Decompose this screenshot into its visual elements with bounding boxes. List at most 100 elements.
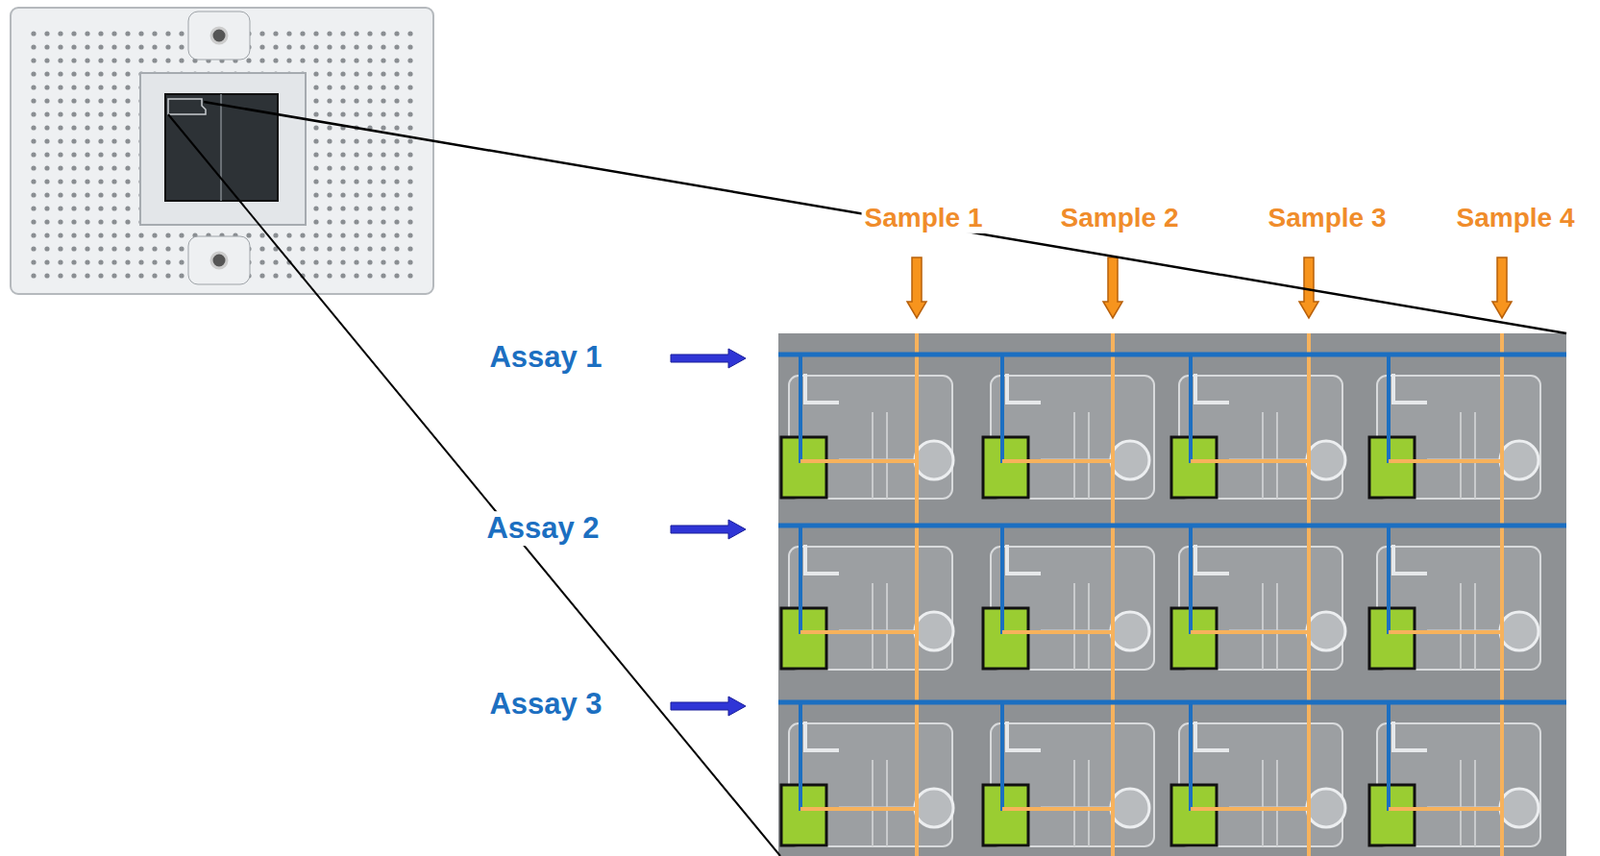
channel [1393,373,1428,403]
sample-branch [1190,630,1230,635]
assay-branch [1000,702,1005,812]
reaction-chamber [1369,608,1415,669]
channel [1195,544,1230,574]
channel [886,583,888,670]
assay-arrow [670,348,746,369]
sample-branch [1388,459,1428,464]
valve [914,788,954,828]
reaction-chamber [983,785,1029,846]
sample-branch [800,807,917,812]
sample-branch [1388,459,1502,464]
array-cell [1171,354,1346,499]
zoom-line [203,101,1567,334]
sample-label: Sample 3 [1265,202,1390,234]
assay-branch [798,525,803,635]
photo-ground [778,333,1567,856]
valve [1110,612,1150,651]
channel [1459,583,1462,670]
sample-arrow [907,257,927,319]
valve [914,441,954,480]
assay-branch [1000,525,1005,635]
sample-branch [1190,630,1309,635]
sample-branch [800,630,839,635]
array-cell [1369,525,1541,670]
sample-branch [1002,459,1041,464]
assay-label: Assay 2 [483,511,602,546]
chip-screw [211,27,227,44]
assay-label: Assay 1 [486,340,605,375]
channel [871,412,874,499]
channel [805,721,839,751]
valve [1500,441,1539,480]
sample-line [1110,333,1115,856]
sample-branch [1002,630,1041,635]
channel [1007,544,1041,574]
channel [1073,412,1076,499]
array-cell [983,702,1155,847]
channel [1261,583,1264,670]
assay-line [778,523,1567,529]
assay-branch [1386,525,1391,635]
array-cell [781,525,954,670]
chip-port [188,236,250,285]
assay-branch [798,702,803,812]
sample-branch [1388,630,1428,635]
channel [871,583,874,670]
sample-label: Sample 1 [861,202,986,234]
sample-branch [800,807,839,812]
array-cell [1171,525,1346,670]
chip-port [188,11,250,60]
channel [1073,583,1076,670]
channel [886,412,888,499]
channel [1261,760,1264,847]
array-cell [1369,354,1541,499]
chip-photo [10,7,434,295]
chip-array [165,94,278,201]
assay-branch [1000,354,1005,464]
valve [1110,788,1150,828]
channel [1087,760,1090,847]
channel [1393,721,1428,751]
reaction-chamber [781,785,827,846]
sample-line [914,333,919,856]
sample-branch [1388,807,1502,812]
sample-label: Sample 2 [1058,202,1182,234]
channel [1195,373,1230,403]
sample-label: Sample 4 [1453,202,1578,234]
array-cell [983,525,1155,670]
channel [1276,583,1279,670]
sample-line [1500,333,1504,856]
sample-arrow [1103,257,1123,319]
chip-frame [140,73,306,225]
valve [1500,612,1539,651]
channel [1007,373,1041,403]
sample-branch [1190,459,1309,464]
assay-branch [1188,354,1193,464]
reaction-chamber [781,608,827,669]
zoom-line [168,114,781,856]
array-cell [781,354,954,499]
reaction-chamber [983,437,1029,498]
sample-branch [1190,807,1309,812]
valve [1500,788,1539,828]
channel [1276,760,1279,847]
valve [914,612,954,651]
reaction-chamber [1171,608,1217,669]
channel [1459,760,1462,847]
array-cell [1171,702,1346,847]
assay-line [778,700,1567,706]
reaction-chamber [1171,437,1217,498]
sample-branch [800,630,917,635]
chip-screw [211,252,227,269]
array-cell [781,702,954,847]
assay-arrow [670,696,746,716]
assay-arrow [670,519,746,540]
channel [1073,760,1076,847]
channel [1459,412,1462,499]
channel [1474,583,1477,670]
arrows [670,257,1512,716]
reaction-chamber [983,608,1029,669]
sample-arrow [1492,257,1512,319]
